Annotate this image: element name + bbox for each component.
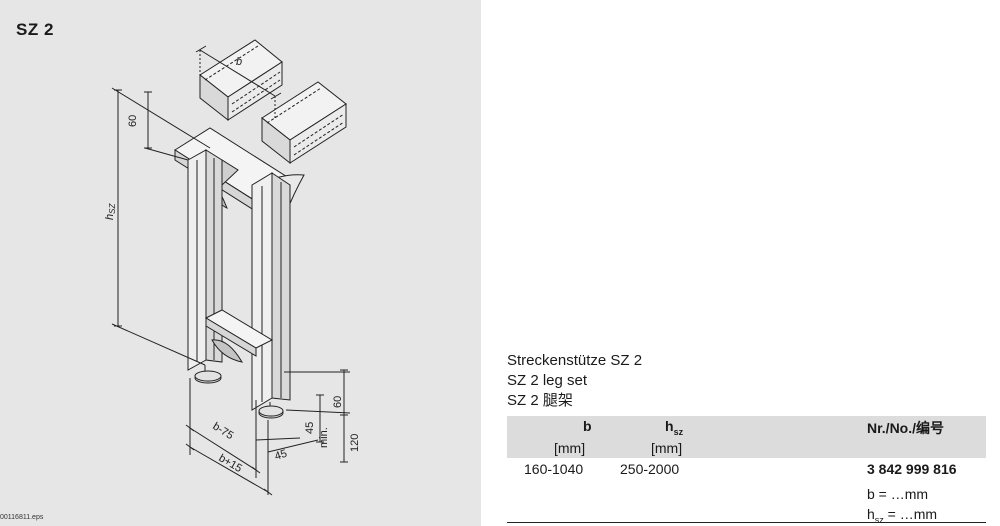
product-name-de: Streckenstütze SZ 2 <box>507 352 643 369</box>
col-unit-b: [mm] <box>554 440 586 456</box>
product-name-zh: SZ 2 腿架 <box>507 392 573 409</box>
dim-label-45-b: 45 <box>304 422 316 434</box>
profile-rail-left <box>199 39 283 122</box>
profile-rail-right <box>261 81 347 165</box>
dim-label-hsz: hSZ <box>104 203 117 220</box>
table-header: b [mm] hsz [mm] Nr./No./编号 <box>507 416 986 458</box>
col-unit-h: [mm] <box>651 440 683 456</box>
dim-label-60-top: 60 <box>127 115 139 127</box>
note-hsz: hsz = …mm <box>867 506 938 525</box>
col-header-nr: Nr./No./编号 <box>867 420 945 436</box>
dim-label-45-a: 45 <box>273 448 288 463</box>
drawing-panel: SZ 2 <box>0 0 481 526</box>
product-names: Streckenstütze SZ 2 SZ 2 leg set SZ 2 腿架 <box>507 351 642 411</box>
col-header-b: b <box>583 418 592 434</box>
leg-set-drawing: b 60 hSZ b-75 b+15 45 45 60 min. 120 <box>104 39 361 496</box>
dim-label-60-bottom: 60 <box>332 396 344 408</box>
dim-label-b-75: b-75 <box>210 420 235 442</box>
table-bottom-rule <box>507 522 986 523</box>
dim-label-120: 120 <box>349 434 361 452</box>
dim-label-b: b <box>236 56 242 68</box>
product-name-en: SZ 2 leg set <box>507 372 588 389</box>
cell-h: 250-2000 <box>620 461 680 477</box>
col-header-h: hsz <box>665 418 684 437</box>
lower-crossbar <box>204 309 274 363</box>
file-reference: 00116811.eps <box>0 514 44 521</box>
dim-label-b-15: b+15 <box>217 452 244 475</box>
cell-part-number: 3 842 999 816 <box>867 461 957 477</box>
foot-left <box>194 365 222 384</box>
dim-label-min: min. <box>318 427 330 448</box>
leg-left <box>187 149 223 371</box>
note-b: b = …mm <box>867 486 929 502</box>
cell-b: 160-1040 <box>524 461 584 477</box>
foot-right <box>258 402 284 419</box>
product-code-title: SZ 2 <box>16 20 54 39</box>
leg-right <box>251 172 291 411</box>
